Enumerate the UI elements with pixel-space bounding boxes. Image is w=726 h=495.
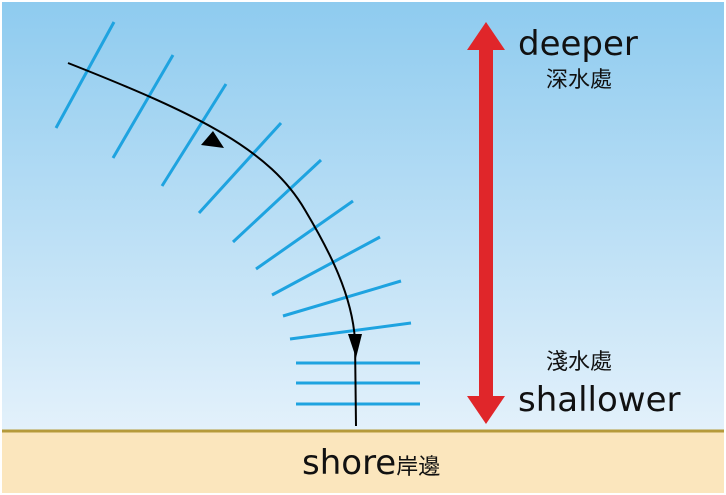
label-deeper-zh: 深水處 — [546, 68, 612, 93]
wavefront-line — [271, 235, 381, 297]
wavefront-line — [282, 279, 402, 318]
wavefronts — [54, 21, 420, 406]
shore-region — [2, 431, 724, 493]
depth-arrow — [467, 22, 505, 424]
shore-label: shore岸邊 — [302, 443, 440, 483]
depth-arrow-shaft — [479, 46, 493, 402]
wavefront-line — [197, 121, 283, 215]
wavefront-line — [160, 83, 228, 187]
wavefront-line — [111, 54, 175, 159]
wavefront-line — [231, 158, 323, 244]
ray-arrowhead — [201, 131, 224, 148]
water-background — [2, 2, 724, 430]
depth-arrow-down-head — [467, 396, 505, 424]
depth-arrow-up-head — [467, 22, 505, 50]
label-shallower-zh: 淺水處 — [546, 350, 612, 375]
label-shallower: shallower — [518, 380, 681, 420]
shore-label-zh: 岸邊 — [396, 455, 440, 480]
label-deeper: deeper — [518, 24, 638, 64]
wavefront-line — [54, 21, 116, 129]
wavefront-line — [255, 199, 354, 271]
ray-path — [67, 62, 357, 427]
wavefront-line — [289, 321, 412, 341]
ray-arrowhead — [348, 334, 362, 358]
shore-label-en: shore — [302, 443, 396, 483]
